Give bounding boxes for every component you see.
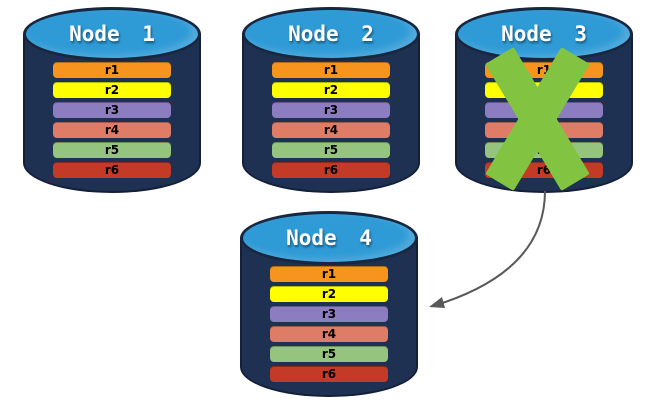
node-title: Node 1: [69, 22, 155, 46]
replica-row-r4: r4: [272, 122, 390, 138]
node-title: Node 2: [288, 22, 374, 46]
replica-list: r1 r2 r3 r4 r5 r6: [53, 62, 171, 182]
replica-row-r4: r4: [270, 326, 388, 342]
failure-x-mark: [485, 44, 590, 194]
replica-row-r6: r6: [270, 366, 388, 382]
node-title: Node 3: [501, 22, 587, 46]
replica-row-r2: r2: [270, 286, 388, 302]
failover-arrow-line: [432, 190, 546, 307]
replica-row-r3: r3: [270, 306, 388, 322]
replica-row-r2: r2: [272, 82, 390, 98]
replica-row-r2: r2: [53, 82, 171, 98]
failover-arrow-head: [429, 297, 445, 308]
replica-row-r1: r1: [270, 266, 388, 282]
replica-row-r5: r5: [270, 346, 388, 362]
replica-row-r5: r5: [53, 142, 171, 158]
replica-list: r1 r2 r3 r4 r5 r6: [270, 266, 388, 386]
replica-list: r1 r2 r3 r4 r5 r6: [272, 62, 390, 182]
replica-row-r1: r1: [272, 62, 390, 78]
cylinder-top: Node 2: [242, 7, 420, 61]
db-node-1: r1 r2 r3 r4 r5 r6 Node 1: [23, 7, 201, 193]
replica-row-r6: r6: [272, 162, 390, 178]
node-title: Node 4: [286, 226, 372, 250]
cylinder-top: Node 4: [240, 211, 418, 265]
replica-row-r1: r1: [53, 62, 171, 78]
replica-row-r5: r5: [272, 142, 390, 158]
cylinder-top: Node 1: [23, 7, 201, 61]
cylinder-top: Node 3: [455, 7, 633, 61]
db-node-4: r1 r2 r3 r4 r5 r6 Node 4: [240, 211, 418, 397]
db-node-2: r1 r2 r3 r4 r5 r6 Node 2: [242, 7, 420, 193]
replica-row-r3: r3: [272, 102, 390, 118]
replica-row-r3: r3: [53, 102, 171, 118]
replica-row-r6: r6: [53, 162, 171, 178]
replica-row-r4: r4: [53, 122, 171, 138]
